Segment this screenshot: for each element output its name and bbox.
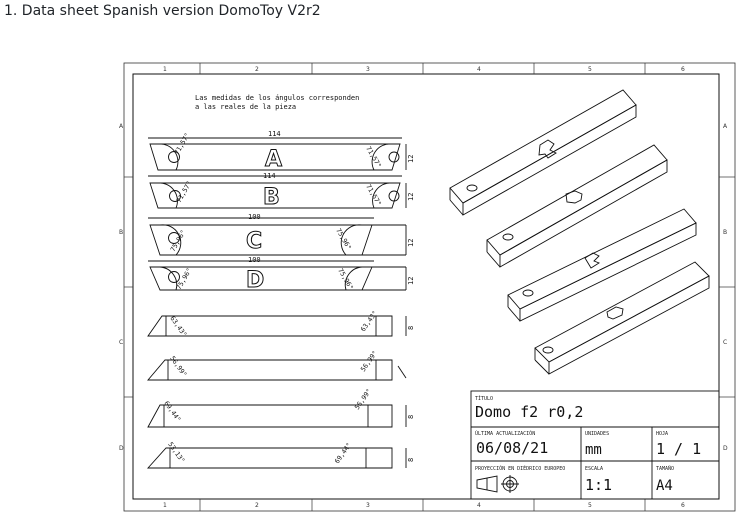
piece-a: [148, 137, 407, 171]
zone-row-b-left: B: [119, 229, 123, 236]
date-label: ÚLTIMA ACTUALIZACIÓN: [475, 430, 535, 437]
zone-row-b-right: B: [723, 229, 727, 236]
thin-4-height: 8: [407, 458, 415, 462]
piece-d-length: 100: [248, 256, 261, 264]
projection-symbol-icon: [476, 475, 519, 493]
piece-c-angle-left: 75,96°: [169, 229, 188, 253]
zone-col-2-top: 2: [255, 66, 259, 73]
thin-pieces: [146, 315, 407, 469]
piece-d-height: 12: [407, 277, 415, 285]
zone-row-c-left: C: [119, 339, 123, 346]
piece-a-height: 12: [407, 155, 415, 163]
isometric-bar-1: [449, 89, 637, 216]
piece-b-height: 12: [407, 193, 415, 201]
thin-4-angle-left: 53,13°: [166, 441, 186, 465]
zone-col-5-top: 5: [588, 66, 592, 73]
sheet-outer-frame: [123, 62, 736, 512]
piece-a-letter: A: [265, 147, 282, 172]
angle-note-line-1: Las medidas de los ángulos corresponden: [195, 94, 359, 102]
thin-3-height: 8: [407, 415, 415, 419]
thin-2-angle-left: 56,99°: [168, 355, 188, 379]
piece-c: [148, 217, 407, 256]
zone-col-5-bottom: 5: [588, 502, 592, 509]
piece-c-height: 12: [407, 239, 415, 247]
page-heading: 1. Data sheet Spanish version DomoToy V2…: [4, 3, 321, 19]
drawing-title: Domo f2 r0,2: [475, 403, 583, 421]
zone-col-1-top: 1: [163, 66, 167, 73]
zone-dividers: [124, 63, 735, 511]
sheet-label: HOJA: [656, 431, 668, 437]
piece-b: [148, 175, 407, 209]
zone-col-4-bottom: 4: [477, 502, 481, 509]
units-value: mm: [585, 442, 602, 458]
isometric-bar-4: [534, 261, 710, 375]
piece-b-length: 114: [263, 172, 276, 180]
thin-1-height: 8: [407, 326, 415, 330]
thin-3-angle-left: 69,44°: [162, 400, 182, 424]
piece-d-angle-left: 75,96°: [175, 267, 194, 291]
thin-4-angle-right: 69,44°: [333, 441, 353, 465]
sheet-number: 1 / 1: [656, 440, 701, 458]
thin-1-angle-left: 63,43°: [168, 315, 188, 339]
last-update-date: 06/08/21: [476, 439, 548, 457]
piece-b-letter: B: [263, 185, 280, 210]
zone-col-2-bottom: 2: [255, 502, 259, 509]
piece-d-letter: D: [246, 268, 264, 293]
zone-row-a-left: A: [119, 123, 124, 130]
piece-c-length: 100: [248, 213, 261, 221]
zone-row-d-right: D: [723, 445, 728, 452]
size-label: TAMAÑO: [656, 465, 674, 472]
zone-col-3-bottom: 3: [366, 502, 370, 509]
piece-a-angle-right: 71,57°: [364, 145, 383, 169]
piece-d: [148, 260, 407, 291]
zone-col-3-top: 3: [366, 66, 370, 73]
zone-col-6-bottom: 6: [681, 502, 685, 509]
thin-3-angle-right: 56,99°: [353, 387, 373, 411]
scale-value: 1:1: [585, 476, 612, 494]
zone-row-a-right: A: [723, 123, 728, 130]
piece-c-angle-right: 75,96°: [334, 227, 353, 251]
units-label: UNIDADES: [585, 431, 609, 437]
scale-label: ESCALA: [585, 466, 603, 472]
piece-c-letter: C: [246, 229, 262, 254]
title-block: [470, 390, 720, 500]
isometric-bar-3: [507, 208, 697, 322]
zone-row-d-left: D: [119, 445, 124, 452]
zone-col-1-bottom: 1: [163, 502, 167, 509]
zone-col-6-top: 6: [681, 66, 685, 73]
zone-col-4-top: 4: [477, 66, 481, 73]
sheet-inner-frame: [132, 73, 720, 500]
projection-label: PROYECCIÓN EN DIÉDRICO EUROPEO: [475, 464, 565, 472]
paper-size: A4: [656, 478, 673, 494]
piece-a-length: 114: [268, 130, 281, 138]
angle-note-line-2: a las reales de la pieza: [195, 103, 296, 111]
isometric-bar-2: [486, 144, 668, 268]
zone-row-c-right: C: [723, 339, 727, 346]
title-label: TÍTULO: [475, 394, 493, 402]
